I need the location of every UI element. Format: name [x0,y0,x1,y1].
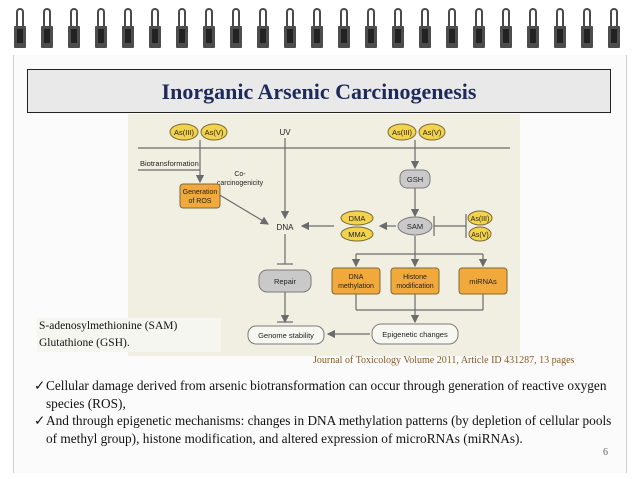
diagram-svg: As(III) As(V) UV As(III) As(V) Biotransf… [138,123,510,345]
epigenetic-changes-node [371,323,459,345]
check-icon: ✓ [34,378,46,393]
binder-ring [176,8,188,50]
dna-label: DNA [277,223,295,232]
co-carcinogenicity-label-2: carcinogenicity [217,180,264,187]
binder-ring [14,8,26,50]
histone-label-1: Histone [403,274,427,281]
binder-ring [203,8,215,50]
binder-ring [338,8,350,50]
as-v-small-node [468,226,492,242]
ros-label-2: of ROS [189,198,212,205]
diagram-edges [138,138,510,339]
binder-ring [41,8,53,50]
arsenic-right-group: As(III) As(V) [387,123,446,141]
as-iii-small-node [467,210,493,226]
binder-ring [149,8,161,50]
arsenic-pathway-diagram: As(III) As(V) UV As(III) As(V) Biotransf… [128,114,520,356]
repair-label: Repair [274,277,297,286]
dna-methylation-label-2: methylation [338,283,374,290]
histone-label-2: modification [396,283,433,290]
binder-ring [473,8,485,50]
binder-ring [581,8,593,50]
as-iii-left-node [169,123,199,141]
bullet-text: Cellular damage derived from arsenic bio… [46,378,607,411]
slide-title: Inorganic Arsenic Carcinogenesis [161,79,477,104]
binder-ring [284,8,296,50]
bullet-text: And through epigenetic mechanisms: chang… [46,413,612,446]
as-iii-right-node [387,123,417,141]
as-iii-left-label: As(III) [174,128,195,137]
binder-ring [257,8,269,50]
binder-ring [392,8,404,50]
mirnas-node [458,267,508,295]
title-bar: Inorganic Arsenic Carcinogenesis [27,69,611,113]
ros-label-1: Generation [183,189,218,196]
binder-ring [419,8,431,50]
as-v-right-label: As(V) [423,128,442,137]
as-v-left-label: As(V) [205,128,224,137]
gsh-label: GSH [407,175,423,184]
histone-modification-node [390,267,440,295]
binder-ring [446,8,458,50]
sam-node [397,216,433,236]
repair-node [258,269,312,293]
abbreviation-sam: S-adenosylmethionine (SAM) [39,320,178,332]
gsh-node [399,169,431,189]
mma-node [340,226,374,242]
page-number: 6 [603,447,608,458]
abbreviation-gsh: Glutathione (GSH). [39,337,130,349]
epigenetic-changes-label: Epigenetic changes [382,330,448,339]
binder-ring [527,8,539,50]
bullet-item: ✓And through epigenetic mechanisms: chan… [34,412,624,447]
biotransformation-label: Biotransformation [140,159,199,168]
mma-label: MMA [348,230,366,239]
as-v-right-node [418,123,446,141]
bullet-item: ✓Cellular damage derived from arsenic bi… [34,377,624,412]
as-v-left-node [200,123,228,141]
sam-label: SAM [407,222,423,231]
dma-label: DMA [349,214,366,223]
binder-ring [608,8,620,50]
binder-strip [0,0,638,55]
as-iii-right-label: As(III) [392,128,413,137]
bullet-list: ✓Cellular damage derived from arsenic bi… [34,377,624,447]
binder-ring [500,8,512,50]
arsenic-left-group: As(III) As(V) [169,123,228,141]
as-v-small-label: As(V) [471,232,489,239]
binder-ring [311,8,323,50]
mirnas-label: miRNAs [469,277,497,286]
abbreviations-box: S-adenosylmethionine (SAM) Glutathione (… [37,318,221,352]
binder-ring [230,8,242,50]
binder-ring [122,8,134,50]
binder-ring [365,8,377,50]
check-icon: ✓ [34,413,46,428]
dma-node [340,210,374,226]
dna-methylation-label-1: DNA [349,274,364,281]
ros-node [179,183,221,209]
uv-label: UV [279,128,291,137]
genome-stability-node [247,325,325,345]
dna-methylation-node [331,267,381,295]
genome-stability-label: Genome stability [258,331,314,340]
binder-ring [554,8,566,50]
as-iii-small-label: As(III) [471,216,490,223]
binder-ring [68,8,80,50]
binder-ring [95,8,107,50]
citation: Journal of Toxicology Volume 2011, Artic… [313,355,575,366]
co-carcinogenicity-label-1: Co- [234,171,246,178]
